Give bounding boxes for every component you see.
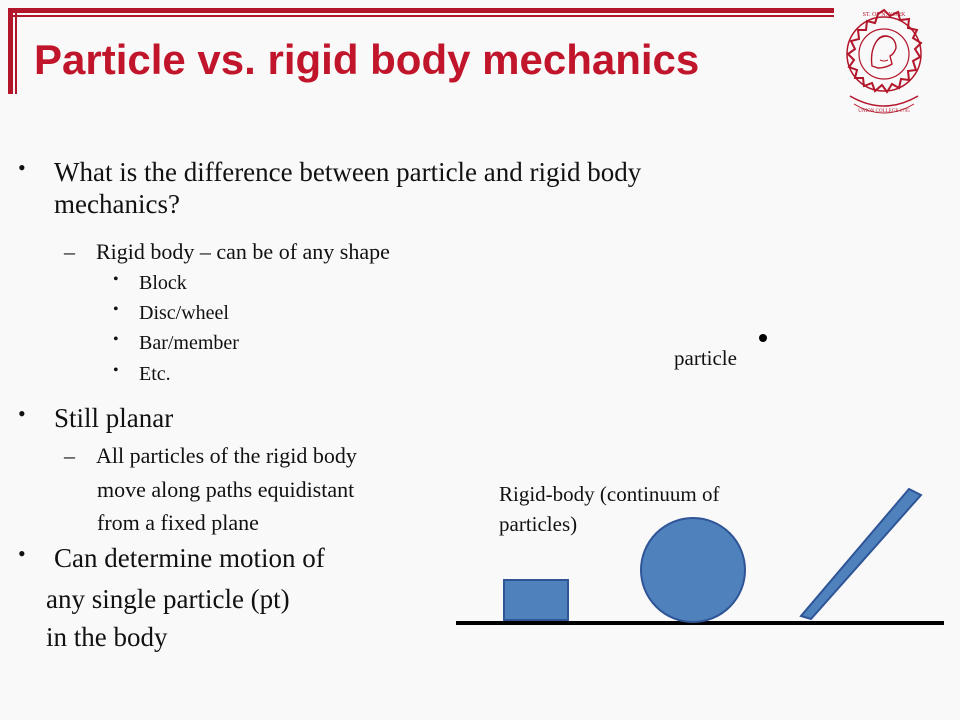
bullet-motion-text: Can determine motion of	[54, 543, 325, 573]
bullet-difference-line1: What is the difference between particle …	[54, 157, 642, 187]
block-shape	[503, 579, 569, 621]
bullet-dot: •	[18, 155, 26, 180]
shape-item: •Etc.	[113, 362, 171, 385]
title-rule-thin	[8, 15, 834, 17]
title-rule-left-thin	[15, 8, 17, 94]
planar-detail-line: All particles of the rigid body	[96, 443, 357, 468]
union-college-seal-logo: ST. OF N. YORK UNION COLLEGE 1795	[846, 8, 923, 114]
shape-item: •Bar/member	[113, 331, 239, 354]
particle-label: particle	[674, 346, 737, 370]
bar-shape	[799, 487, 923, 621]
shape-item-text: Block	[139, 272, 187, 294]
disc-shape	[640, 517, 746, 623]
sub-rigid-body-text: Rigid body – can be of any shape	[96, 239, 390, 264]
bullet-difference: • What is the difference between particl…	[18, 155, 642, 188]
bullet-motion: • Can determine motion of	[18, 541, 325, 573]
bullet-difference-line2: mechanics?	[54, 189, 180, 219]
shape-item-text: Bar/member	[139, 332, 239, 354]
bullet-still-planar-text: Still planar	[54, 403, 174, 433]
svg-text:UNION COLLEGE 1795: UNION COLLEGE 1795	[858, 109, 910, 114]
shape-item-text: Disc/wheel	[139, 302, 229, 324]
motion-line: in the body	[46, 622, 168, 652]
rigid-body-label-cont: particles)	[499, 512, 578, 536]
sub-rigid-body: – Rigid body – can be of any shape	[64, 239, 390, 264]
title-rule-thick	[8, 8, 834, 13]
planar-detail-line: from a fixed plane	[97, 510, 259, 535]
shape-item: •Disc/wheel	[113, 301, 229, 324]
bullet-still-planar: • Still planar	[18, 401, 174, 433]
particle-dot	[759, 334, 767, 342]
bullet-difference-cont: mechanics?	[54, 189, 180, 220]
sub-planar-detail: – All particles of the rigid body	[64, 443, 357, 468]
slide-title: Particle vs. rigid body mechanics	[34, 36, 700, 83]
planar-detail-line: move along paths equidistant	[97, 477, 355, 502]
seal-top-text: ST. OF N. YORK	[863, 12, 907, 18]
shape-item-text: Etc.	[139, 363, 171, 385]
rigid-body-label: Rigid-body (continuum of	[499, 482, 720, 506]
title-rule-left-thick	[8, 8, 13, 94]
motion-line: any single particle (pt)	[46, 584, 290, 614]
shape-item: •Block	[113, 271, 187, 294]
